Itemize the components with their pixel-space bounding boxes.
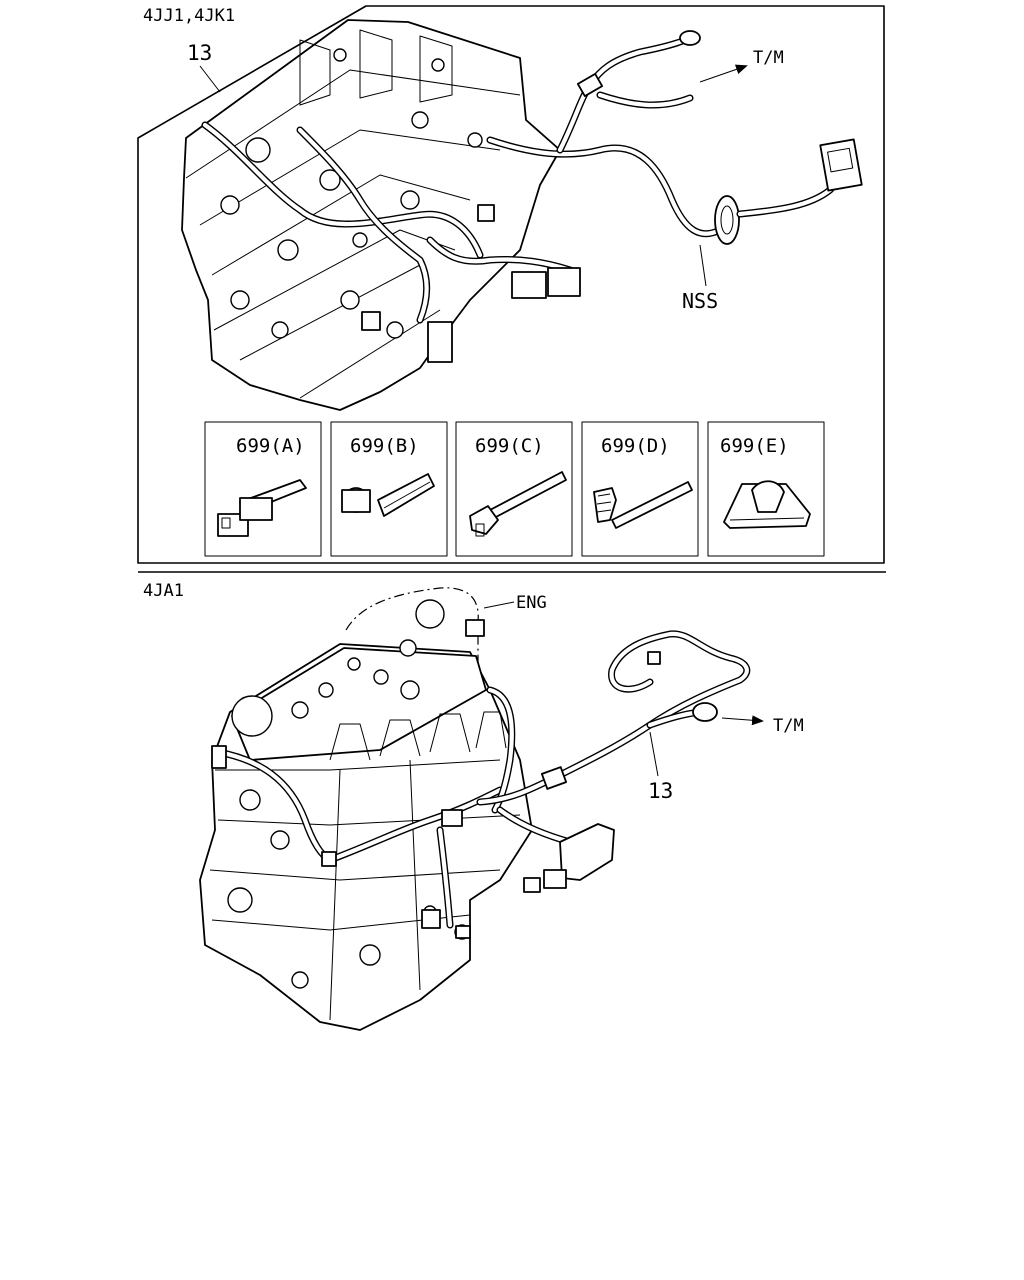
harness-top [486, 30, 863, 245]
bottom-eng-leader [483, 601, 515, 609]
top-frame [137, 5, 885, 564]
bottom-harness-callout: 13 [648, 779, 673, 803]
clip-label-e: 699(E) [720, 435, 789, 457]
clip-box-b: 699(B) [330, 421, 448, 557]
clip-box-d: 699(D) [581, 421, 699, 557]
bottom-tm-arrow [721, 715, 764, 726]
bottom-tm-label: T/M [773, 716, 804, 736]
top-harness-leader [199, 65, 221, 93]
top-model-label: 4JJ1,4JK1 [143, 6, 235, 26]
clip-label-b: 699(B) [350, 435, 419, 457]
top-nss-leader [699, 244, 707, 287]
engine-drawing-4jj1 [181, 19, 581, 411]
clip-box-e: 699(E) [707, 421, 825, 557]
clip-label-c: 699(C) [475, 435, 544, 457]
bottom-harness-leader [649, 731, 659, 777]
bottom-section: 4JA1 [143, 581, 804, 1031]
top-tm-label: T/M [753, 48, 784, 68]
harness-bottom [476, 630, 751, 893]
clip-label-a: 699(A) [236, 435, 305, 457]
top-tm-arrow [699, 64, 748, 83]
clip-label-d: 699(D) [601, 435, 670, 457]
top-nss-callout: NSS [682, 289, 718, 313]
engine-drawing-4ja1 [199, 587, 533, 1031]
top-section: 4JJ1,4JK1 [137, 5, 885, 564]
clip-box-c: 699(C) [455, 421, 573, 557]
clip-box-a: 699(A) [204, 421, 322, 557]
bottom-eng-callout: ENG [516, 593, 547, 613]
top-harness-callout: 13 [187, 41, 212, 65]
bottom-model-label: 4JA1 [143, 581, 184, 601]
